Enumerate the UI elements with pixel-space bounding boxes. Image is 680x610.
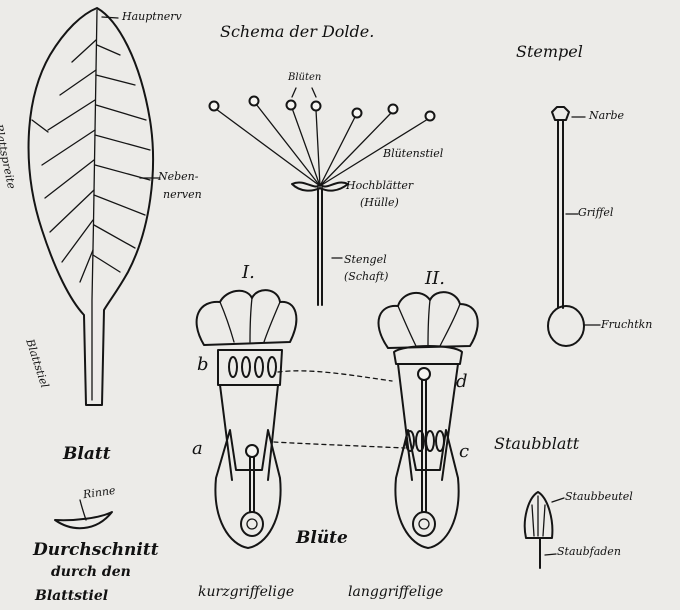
label-flower-one: I.: [242, 262, 255, 283]
label-griffel: Griffel: [578, 206, 613, 219]
label-staubbeutel: Staubbeutel: [565, 490, 633, 503]
label-stempel: Stempel: [516, 42, 583, 61]
comparison-dashed-lines: [274, 371, 405, 448]
label-letter-b: b: [197, 354, 209, 375]
label-kurzgriffelige: kurzgriffelige: [198, 584, 294, 600]
label-durchschnitt: Durchschnitt: [33, 540, 159, 560]
label-nebennerven-1: Neben-: [158, 170, 199, 183]
label-bluete: Blüte: [296, 528, 348, 548]
flower-long-style: [379, 292, 478, 548]
label-hochblaetter: Hochblätter: [346, 179, 413, 192]
label-staubblatt: Staubblatt: [494, 434, 579, 453]
leaf-stalk-cross-section: [55, 500, 112, 528]
label-schaft: (Schaft): [344, 270, 388, 283]
leaf-drawing: [29, 8, 160, 405]
label-langgriffelige: langgriffelige: [348, 584, 443, 600]
pistil-drawing: [548, 107, 600, 346]
label-huelle: (Hülle): [360, 196, 399, 209]
label-hauptnerv: Hauptnerv: [122, 10, 182, 23]
umbel-title: Schema der Dolde.: [220, 22, 374, 41]
label-blueten: Blüten: [288, 72, 321, 83]
label-blattstiel-caption: Blattstiel: [35, 588, 108, 604]
label-durch-den: durch den: [51, 564, 131, 580]
flower-short-style: [197, 290, 297, 548]
label-staubfaden: Staubfaden: [557, 545, 621, 558]
label-stengel: Stengel: [344, 253, 387, 266]
label-bluetenstiel: Blütenstiel: [383, 147, 443, 160]
label-narbe: Narbe: [589, 109, 624, 122]
label-flower-two: II.: [425, 268, 445, 289]
label-blatt: Blatt: [63, 444, 111, 464]
label-fruchtknoten: Fruchtkn: [601, 318, 652, 331]
label-letter-a: a: [192, 438, 203, 459]
label-letter-d: d: [456, 371, 468, 392]
label-letter-c: c: [459, 441, 469, 462]
label-nebennerven-2: nerven: [163, 188, 202, 201]
